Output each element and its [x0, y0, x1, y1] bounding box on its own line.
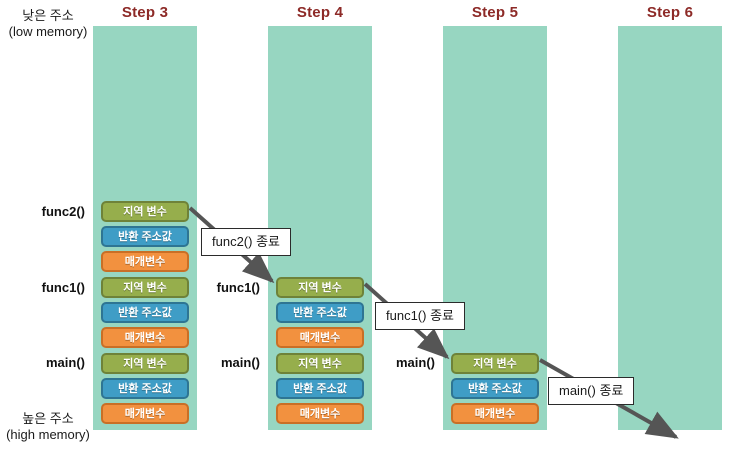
stack-block-parameter: 매개변수 [451, 403, 539, 424]
low-memory-label-ko: 낮은 주소 [22, 8, 74, 23]
stack-block-local-variable: 지역 변수 [451, 353, 539, 374]
stack-block-parameter: 매개변수 [101, 403, 189, 424]
frame-label-func1-step-4: func1() [216, 280, 260, 295]
stack-block-local-variable: 지역 변수 [101, 353, 189, 374]
stack-block-local-variable: 지역 변수 [276, 353, 364, 374]
memory-column-step-6 [618, 26, 722, 430]
callout-func2-exit: func2() 종료 [201, 228, 291, 256]
stack-block-local-variable: 지역 변수 [101, 201, 189, 222]
stack-block-local-variable: 지역 변수 [101, 277, 189, 298]
step-header-6: Step 6 [646, 4, 694, 21]
stack-block-return-address: 반환 주소값 [101, 378, 189, 399]
frame-label-func2-step-3: func2() [41, 204, 85, 219]
stack-block-return-address: 반환 주소값 [101, 302, 189, 323]
callout-main-exit: main() 종료 [548, 377, 635, 405]
frame-label-func1-step-3: func1() [41, 280, 85, 295]
stack-block-parameter: 매개변수 [101, 327, 189, 348]
stack-block-return-address: 반환 주소값 [451, 378, 539, 399]
stack-block-local-variable: 지역 변수 [276, 277, 364, 298]
stack-block-return-address: 반환 주소값 [276, 378, 364, 399]
low-memory-label: 낮은 주소 (low memory) [2, 8, 94, 40]
frame-label-main-step-3: main() [46, 355, 85, 370]
callout-func1-exit: func1() 종료 [375, 302, 465, 330]
step-header-4: Step 4 [296, 4, 344, 21]
stack-block-return-address: 반환 주소값 [101, 226, 189, 247]
high-memory-label: 높은 주소 (high memory) [2, 411, 94, 443]
high-memory-label-en: (high memory) [6, 427, 90, 442]
stack-block-parameter: 매개변수 [276, 403, 364, 424]
high-memory-label-ko: 높은 주소 [22, 411, 74, 426]
stack-block-parameter: 매개변수 [101, 251, 189, 272]
stack-block-parameter: 매개변수 [276, 327, 364, 348]
step-header-5: Step 5 [471, 4, 519, 21]
step-header-3: Step 3 [121, 4, 169, 21]
frame-label-main-step-4: main() [221, 355, 260, 370]
stack-block-return-address: 반환 주소값 [276, 302, 364, 323]
low-memory-label-en: (low memory) [8, 24, 88, 39]
